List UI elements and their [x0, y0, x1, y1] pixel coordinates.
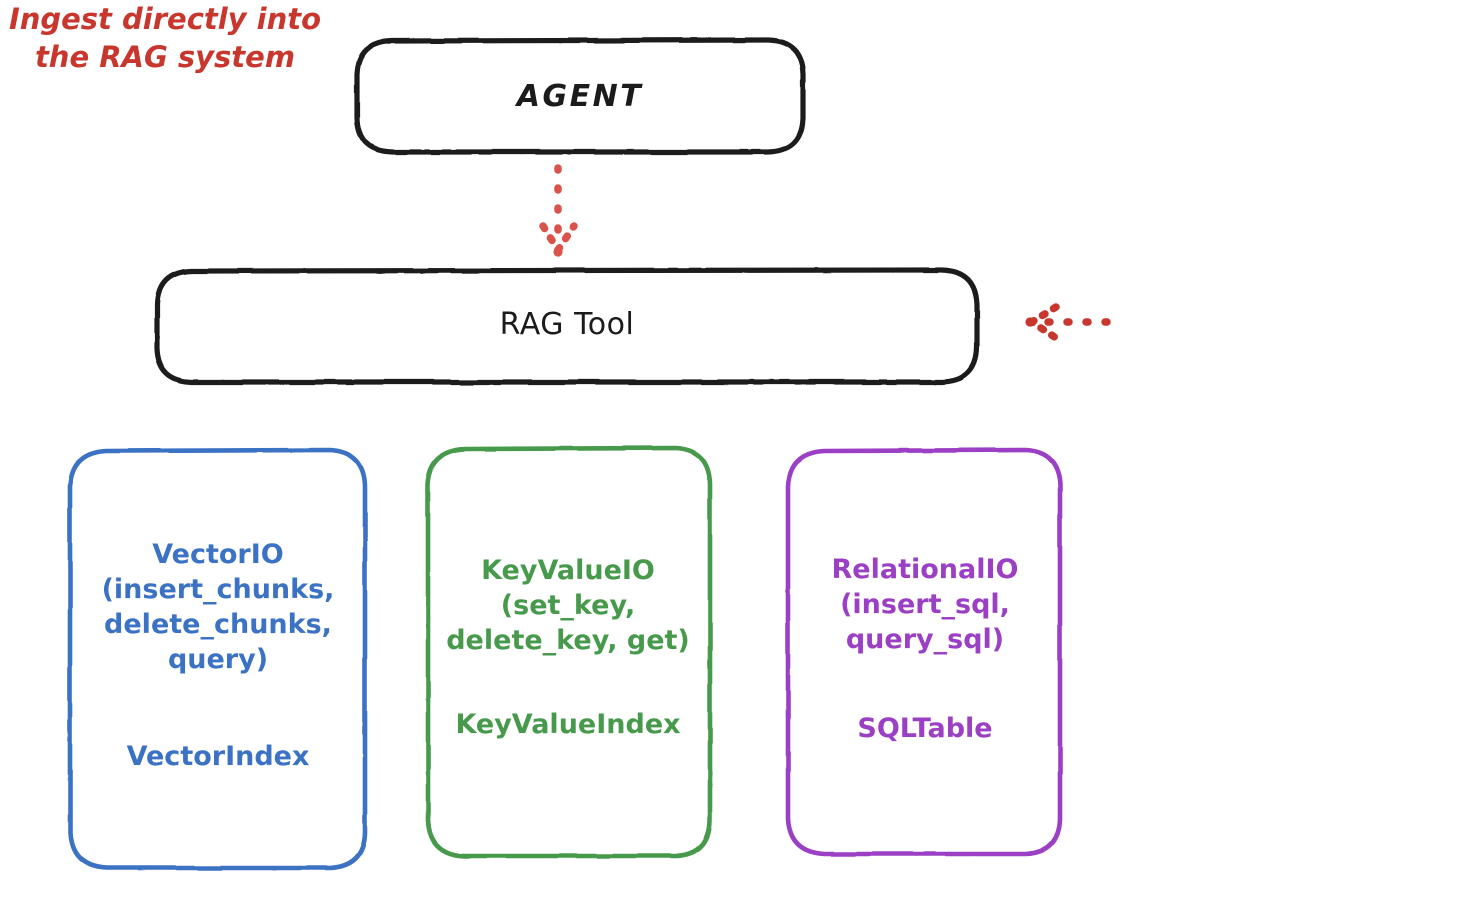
key-value-io-box-outline — [425, 445, 713, 859]
node-key-value-io-box[interactable] — [425, 445, 713, 859]
agent-box-outline — [354, 37, 806, 155]
arrow-tip — [553, 247, 563, 257]
ingest-arrow-tip — [1025, 317, 1035, 327]
edge-agent-to-rag-tool — [539, 164, 578, 257]
rag-tool-box-outline — [154, 267, 980, 385]
edge-ingest-to-rag-tool — [1025, 303, 1128, 342]
vector-io-box-outline — [67, 447, 368, 871]
node-vector-io-box[interactable] — [67, 447, 368, 871]
node-relational-io-box[interactable] — [785, 447, 1063, 857]
relational-io-box-outline — [785, 447, 1063, 857]
node-agent-box[interactable] — [354, 37, 806, 155]
node-rag-tool-box[interactable] — [154, 267, 980, 385]
